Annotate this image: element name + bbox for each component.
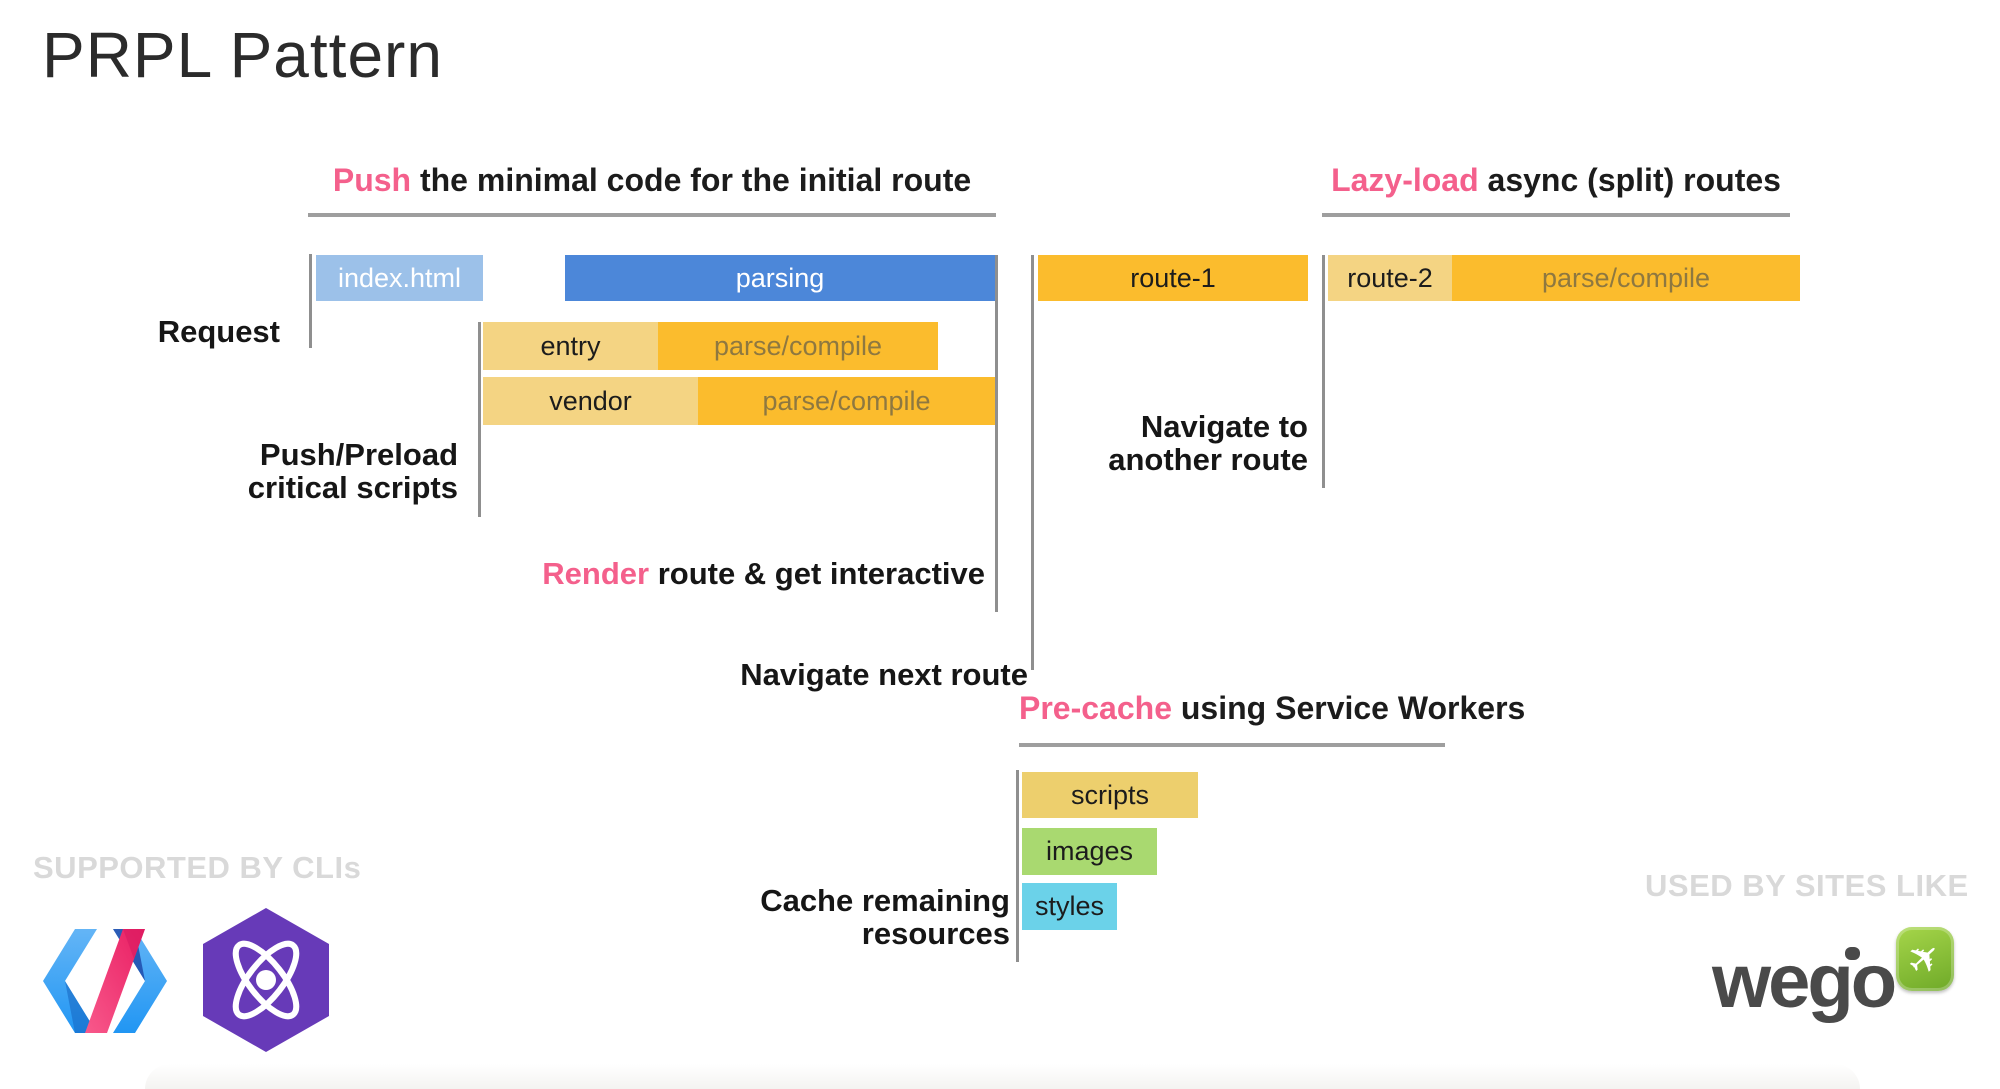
- bar-vendor-parse-compile: parse/compile: [698, 377, 995, 425]
- label-push-preload: Push/Preload critical scripts: [248, 438, 458, 504]
- bar-entry: entry: [483, 322, 658, 370]
- request-guide-line: [309, 254, 312, 348]
- precache-keyword: Pre-cache: [1019, 690, 1172, 726]
- bar-entry-group: entry parse/compile: [483, 322, 938, 370]
- bar-parsing: parsing: [565, 255, 995, 301]
- lazyload-header-rest: async (split) routes: [1478, 162, 1781, 198]
- preact-logo-icon: [203, 908, 329, 1052]
- label-navigate-next: Navigate next route: [740, 657, 1028, 692]
- wego-airplane-badge: ✈: [1896, 927, 1954, 991]
- label-render-rest: route & get interactive: [649, 556, 985, 591]
- push-header-rest: the minimal code for the initial route: [411, 162, 972, 198]
- lazyload-keyword: Lazy-load: [1331, 162, 1479, 198]
- bar-route-2: route-2: [1328, 255, 1452, 301]
- wego-logo: wego: [1712, 939, 1897, 1024]
- push-preload-guide-line: [478, 322, 481, 517]
- bar-route-2-group: route-2 parse/compile: [1328, 255, 1800, 301]
- bar-route-1: route-1: [1038, 255, 1308, 301]
- page-title: PRPL Pattern: [42, 19, 443, 91]
- label-render: Render route & get interactive: [542, 557, 985, 590]
- bar-vendor-group: vendor parse/compile: [483, 377, 995, 425]
- polymer-logo-icon: [35, 925, 175, 1037]
- label-cache-remaining: Cache remaining resources: [760, 884, 1010, 950]
- airplane-icon: ✈: [1897, 931, 1953, 987]
- bottom-shadow: [145, 1064, 1860, 1089]
- bar-scripts: scripts: [1022, 772, 1198, 818]
- precache-header-rest: using Service Workers: [1171, 690, 1526, 726]
- navigate-next-guide-line: [1031, 255, 1034, 670]
- lazyload-section-underline: [1322, 213, 1790, 217]
- bar-route-2-parse-compile: parse/compile: [1452, 255, 1800, 301]
- push-keyword: Push: [332, 162, 412, 198]
- cache-guide-line: [1016, 770, 1019, 962]
- label-navigate-another: Navigate to another route: [1108, 410, 1308, 476]
- bar-entry-parse-compile: parse/compile: [658, 322, 938, 370]
- render-guide-line: [995, 255, 998, 612]
- push-section-header: Push the minimal code for the initial ro…: [308, 162, 996, 199]
- push-section-underline: [308, 213, 996, 217]
- label-request: Request: [157, 314, 280, 349]
- lazyload-section-header: Lazy-load async (split) routes: [1322, 162, 1790, 199]
- bar-images: images: [1022, 828, 1157, 875]
- bar-vendor: vendor: [483, 377, 698, 425]
- bar-index-html: index.html: [316, 255, 483, 301]
- label-cache-remaining-line1: Cache remaining: [760, 883, 1010, 918]
- bar-styles: styles: [1022, 883, 1117, 930]
- used-by-sites-caption: USED BY SITES LIKE: [1645, 868, 1969, 903]
- supported-by-clis-caption: SUPPORTED BY CLIs: [33, 850, 362, 885]
- wego-logo-dot: [1845, 947, 1860, 960]
- precache-section-header: Pre-cache using Service Workers: [1019, 690, 1525, 727]
- label-push-preload-line1: Push/Preload: [259, 437, 458, 472]
- label-cache-remaining-line2: resources: [861, 916, 1010, 951]
- render-keyword: Render: [542, 556, 650, 591]
- precache-section-underline: [1019, 743, 1445, 747]
- label-navigate-another-line2: another route: [1108, 442, 1308, 477]
- label-navigate-another-line1: Navigate to: [1140, 409, 1308, 444]
- label-push-preload-line2: critical scripts: [247, 470, 458, 505]
- navigate-another-guide-line: [1322, 255, 1325, 488]
